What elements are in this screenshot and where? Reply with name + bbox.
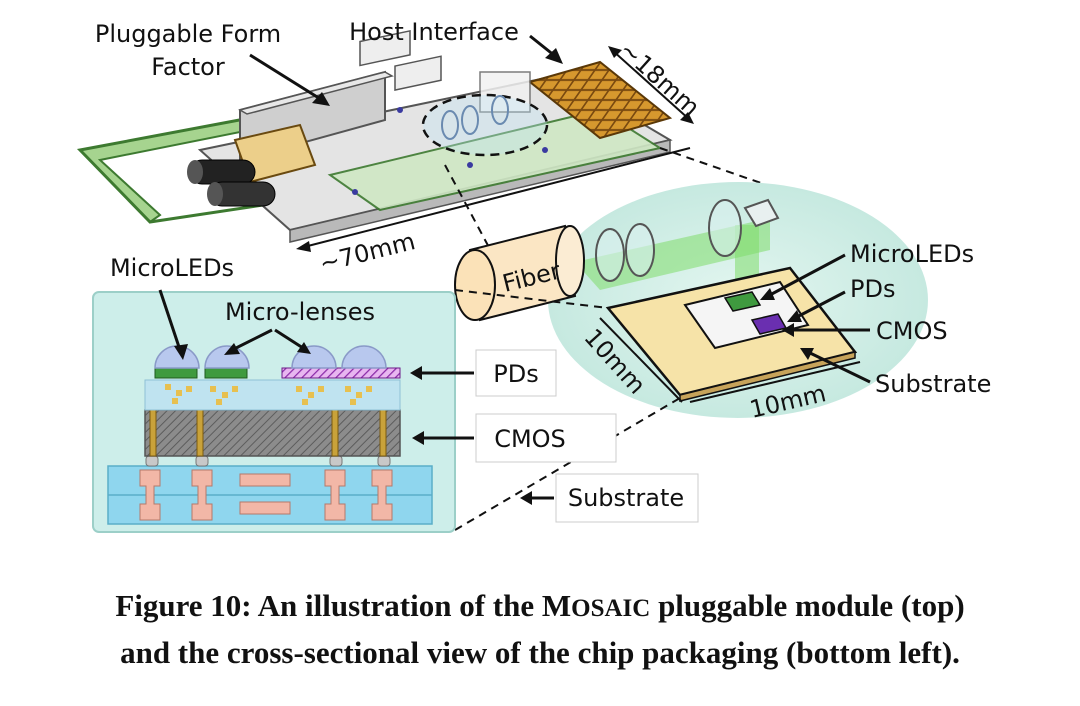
caption-line1-suffix: pluggable module (top)	[650, 588, 965, 623]
figure-caption: Figure 10: An illustration of the MOSAIC…	[0, 584, 1080, 675]
pluggable-module	[76, 29, 673, 243]
caption-line-1: Figure 10: An illustration of the MOSAIC…	[0, 584, 1080, 631]
arrowhead-pluggable-form-factor	[312, 92, 330, 106]
arrowhead-pds-cross	[410, 366, 422, 380]
fiber-ports	[187, 159, 276, 207]
cross-microled-1	[154, 367, 198, 379]
dim-line-10mm-b	[689, 361, 861, 403]
microled-chip	[723, 291, 762, 312]
dim-18mm-head-a	[608, 46, 622, 58]
arrow-microleds-top	[767, 253, 846, 298]
label-70mm: ~70mm	[317, 227, 418, 278]
arrowhead-microleds-cross	[174, 344, 188, 360]
arrow-pluggable-form-factor	[249, 53, 323, 102]
interconnect-dots	[165, 384, 372, 405]
arrow-host-interface	[529, 34, 556, 58]
caption-line1-prefix: Figure 10: An illustration of the	[115, 588, 542, 623]
fiber-cylinder	[454, 224, 585, 322]
caption-mosaic-rest: OSAIC	[571, 595, 651, 622]
mosaic-module-illustration: Pluggable Form Factor Host Interface ~18…	[76, 18, 991, 533]
inset-lenses	[595, 199, 742, 282]
dim-line-18mm	[611, 49, 691, 121]
zoom-line-cross-bottom	[454, 397, 681, 531]
inset-mirror-prism	[743, 198, 780, 228]
arrowhead-pds-top	[787, 310, 802, 322]
internal-block-2	[394, 55, 442, 91]
cross-pd-strip	[281, 367, 401, 379]
box-substrate-cross	[555, 473, 699, 523]
cmos-die	[683, 280, 810, 350]
label-pds-cross: PDs	[493, 360, 538, 388]
arrow-pds-top	[794, 290, 846, 320]
cross-cmos	[144, 409, 401, 457]
arrowhead-microleds-top	[760, 288, 775, 300]
box-cmos-cross	[475, 413, 617, 463]
label-micro-lenses: Micro-lenses	[225, 298, 375, 326]
chip-inset	[548, 182, 928, 418]
module-wall-top	[238, 71, 394, 115]
label-pds-top: PDs	[850, 275, 895, 303]
label-substrate-cross: Substrate	[568, 484, 684, 512]
label-substrate-top: Substrate	[875, 370, 991, 398]
substrate-vias	[139, 469, 393, 521]
arrowhead-substrate-cross	[520, 491, 532, 505]
cross-microled-2	[204, 367, 248, 379]
label-pluggable-form-factor-line2: Factor	[151, 53, 225, 81]
caption-line-2: and the cross-sectional view of the chip…	[120, 635, 960, 670]
internal-block-1	[359, 29, 411, 67]
dim-line-70mm	[299, 147, 691, 249]
arrowhead-substrate-top	[800, 348, 814, 360]
label-cmos-top: CMOS	[876, 317, 948, 345]
internal-block-3	[479, 71, 531, 113]
host-interface-pads	[527, 60, 673, 140]
arrow-microleds-cross	[158, 289, 182, 351]
caption-mosaic-m: M	[541, 588, 572, 623]
screw-holes	[352, 107, 548, 195]
dim-70mm-head-a	[296, 241, 311, 252]
optics-highlight-ellipse	[421, 93, 549, 157]
arrowhead-micro-lenses-right	[297, 342, 311, 354]
label-host-interface: Host Interface	[349, 18, 519, 46]
optics-lenses	[441, 95, 509, 140]
box-pds-cross	[475, 349, 557, 397]
zoom-line-cross-top	[454, 289, 609, 309]
cross-micro-lenses	[154, 345, 387, 369]
arrowhead-cmos-top	[782, 323, 794, 337]
label-microleds-top: MicroLEDs	[850, 240, 974, 268]
zoom-line-left	[444, 164, 501, 269]
dim-18mm-head-b	[680, 112, 694, 124]
cross-section	[92, 291, 456, 533]
arrowhead-host-interface	[545, 48, 563, 64]
arrowhead-cmos-cross	[412, 431, 424, 445]
label-pluggable-form-factor-line1: Pluggable Form	[95, 20, 281, 48]
dim-line-10mm-a	[599, 317, 683, 403]
arrow-micro-lenses-left	[231, 328, 273, 352]
label-cmos-cross: CMOS	[494, 425, 566, 453]
arrowhead-micro-lenses-left	[224, 343, 240, 355]
label-microleds-cross: MicroLEDs	[110, 254, 234, 282]
arrow-micro-lenses-right	[274, 328, 304, 350]
